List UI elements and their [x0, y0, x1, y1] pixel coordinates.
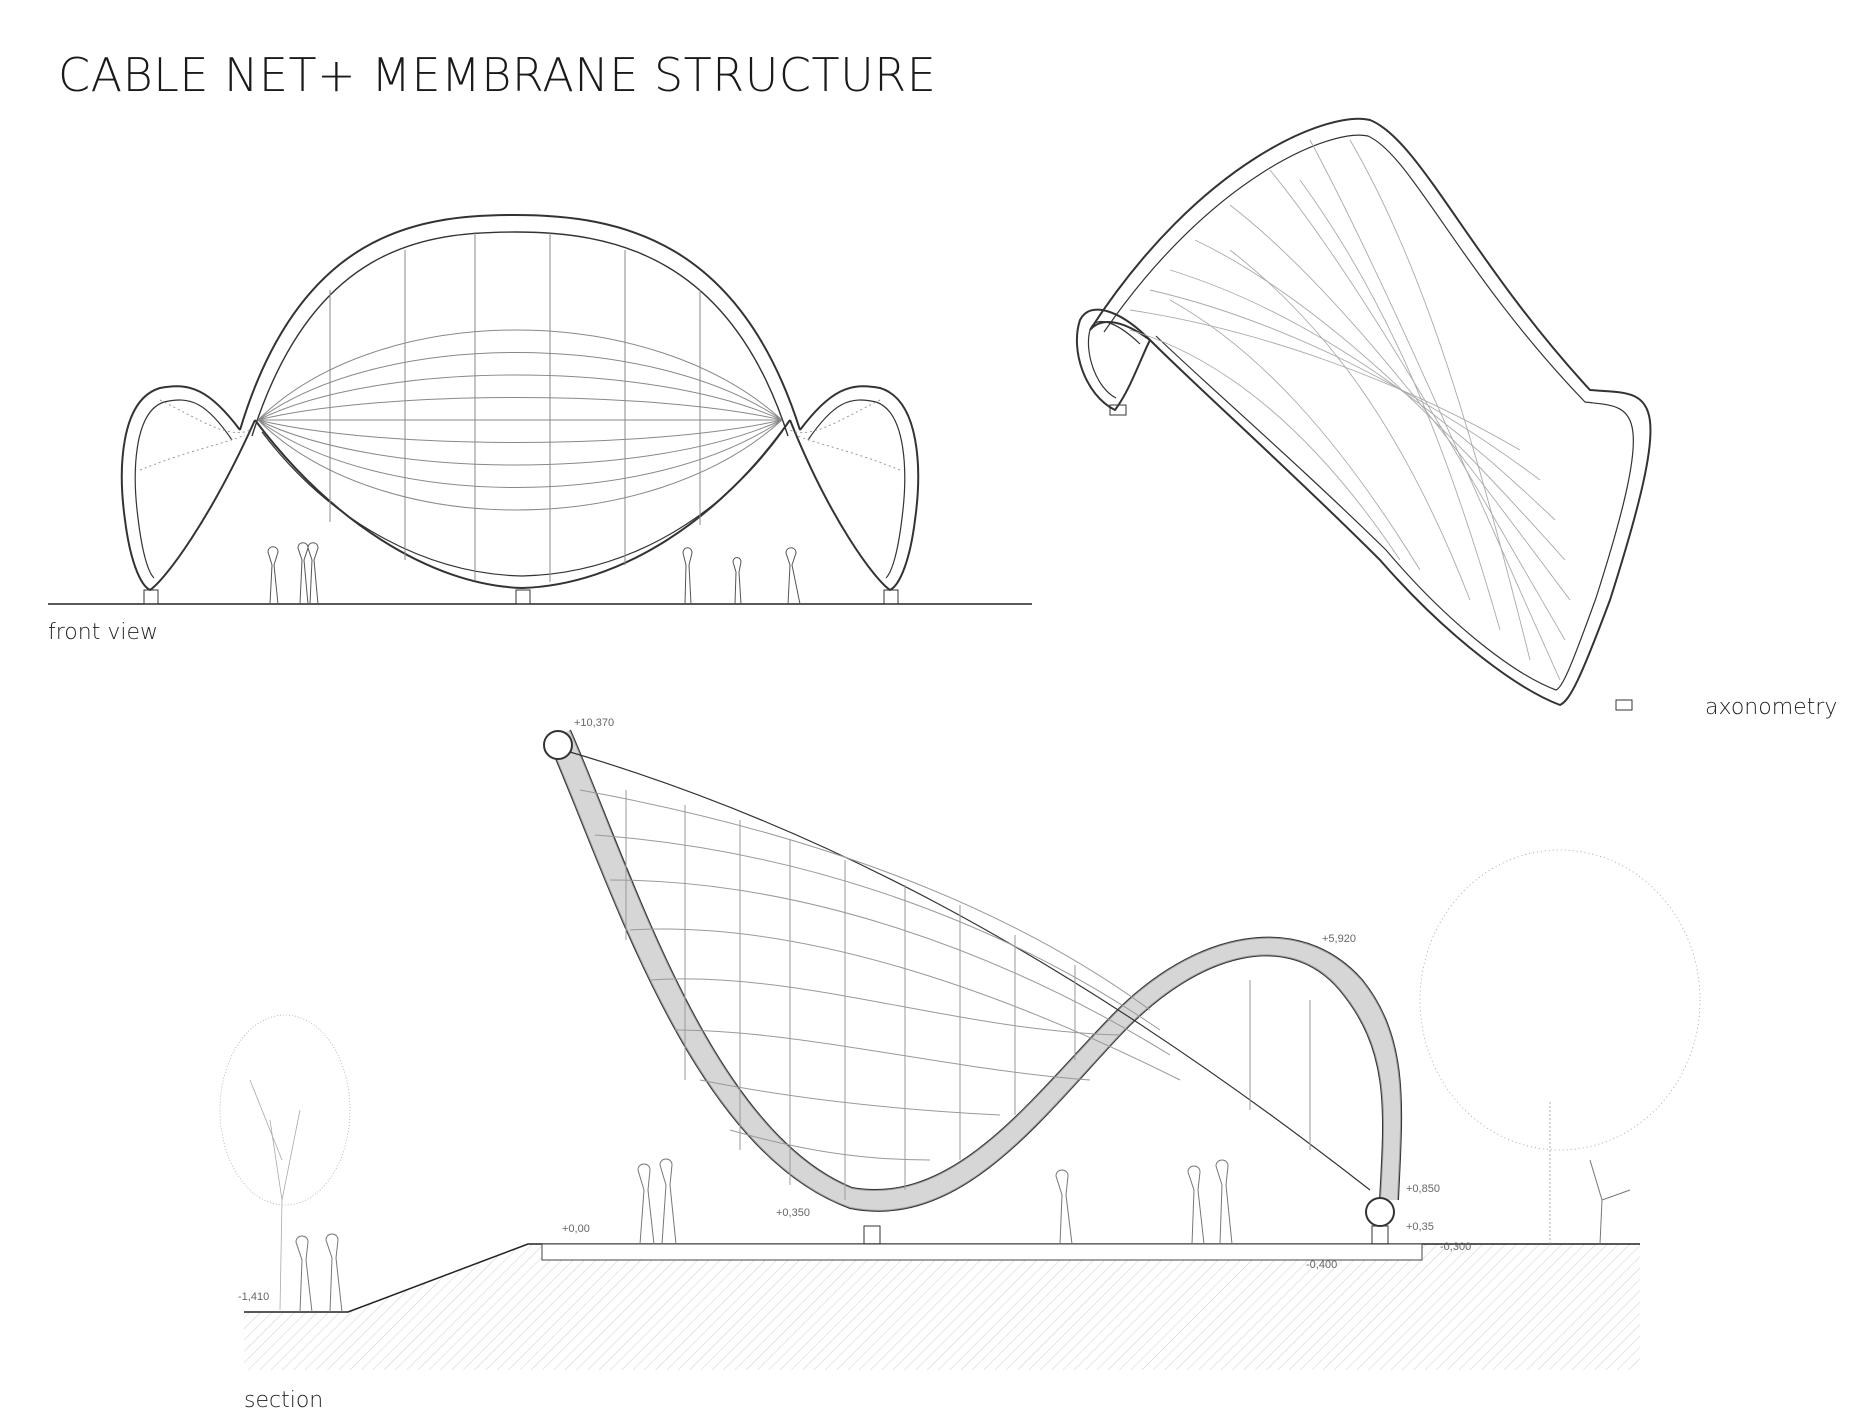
- axonometry-drawing: [1075, 117, 1652, 711]
- axo-net: [1129, 139, 1571, 681]
- section-upper-cable: [569, 751, 1371, 1191]
- front-side-dotted: [139, 399, 901, 471]
- section-tube-inner: [569, 729, 1403, 1201]
- front-view-label: front view: [48, 620, 158, 645]
- front-left-loop-inner: [134, 399, 233, 579]
- front-net-verticals: [329, 232, 701, 582]
- axo-support-right: [1615, 699, 1633, 711]
- front-lower-tube-inner: [261, 431, 783, 577]
- axo-tube-outer: [1089, 117, 1652, 707]
- level-ground: +0,00: [562, 1223, 590, 1235]
- front-net-cables: [257, 329, 783, 511]
- level-slope-base: -1,410: [238, 1291, 269, 1303]
- section-net-verticals: [625, 790, 1311, 1200]
- front-support-left: [143, 589, 159, 605]
- axo-support-left: [1109, 404, 1127, 416]
- section-net-curves: [579, 789, 1181, 1161]
- axo-tube-inner: [1103, 134, 1634, 691]
- section-support-right: [1371, 1225, 1389, 1245]
- section-support-left: [863, 1225, 881, 1245]
- front-main-arch: [239, 213, 801, 431]
- axo-left-loop: [1075, 308, 1151, 412]
- section-bottom-ring: [1365, 1197, 1395, 1227]
- front-left-loop: [120, 385, 256, 592]
- front-people: [267, 542, 801, 605]
- front-view-drawing: [48, 213, 1032, 605]
- front-main-arch-inner: [251, 231, 789, 437]
- sheet-title: CABLE NET+ MEMBRANE STRUCTURE: [58, 48, 937, 102]
- section-top-ring: [543, 730, 573, 760]
- level-support-right-upper: +0,850: [1406, 1183, 1440, 1195]
- section-drawing: +10,370 +5,920 +0,00 +0,350 +0,850 +0,35…: [219, 717, 1701, 1370]
- section-tube-fill: [548, 730, 1402, 1211]
- section-people: [295, 1158, 1631, 1313]
- section-tree-right: [1419, 849, 1701, 1244]
- level-crest: +5,920: [1322, 933, 1356, 945]
- front-right-loop: [789, 385, 920, 592]
- level-support-right-lower: +0,35: [1406, 1221, 1434, 1233]
- level-top: +10,370: [574, 717, 614, 729]
- front-right-loop-inner: [807, 399, 906, 579]
- front-support-right: [883, 589, 899, 605]
- section-tree-left: [219, 1014, 351, 1311]
- section-ground-hatch: [244, 1244, 1640, 1370]
- level-foundation-b: -0,300: [1440, 1241, 1471, 1253]
- section-label: section: [244, 1388, 324, 1413]
- axo-left-loop-inner: [1087, 321, 1141, 399]
- section-plinth: [541, 1243, 1423, 1261]
- axonometry-label: axonometry: [1705, 695, 1838, 720]
- level-foundation-a: -0,400: [1306, 1259, 1337, 1271]
- front-lower-tube: [254, 419, 791, 590]
- level-support-left: +0,350: [776, 1207, 810, 1219]
- front-support-center: [515, 589, 531, 605]
